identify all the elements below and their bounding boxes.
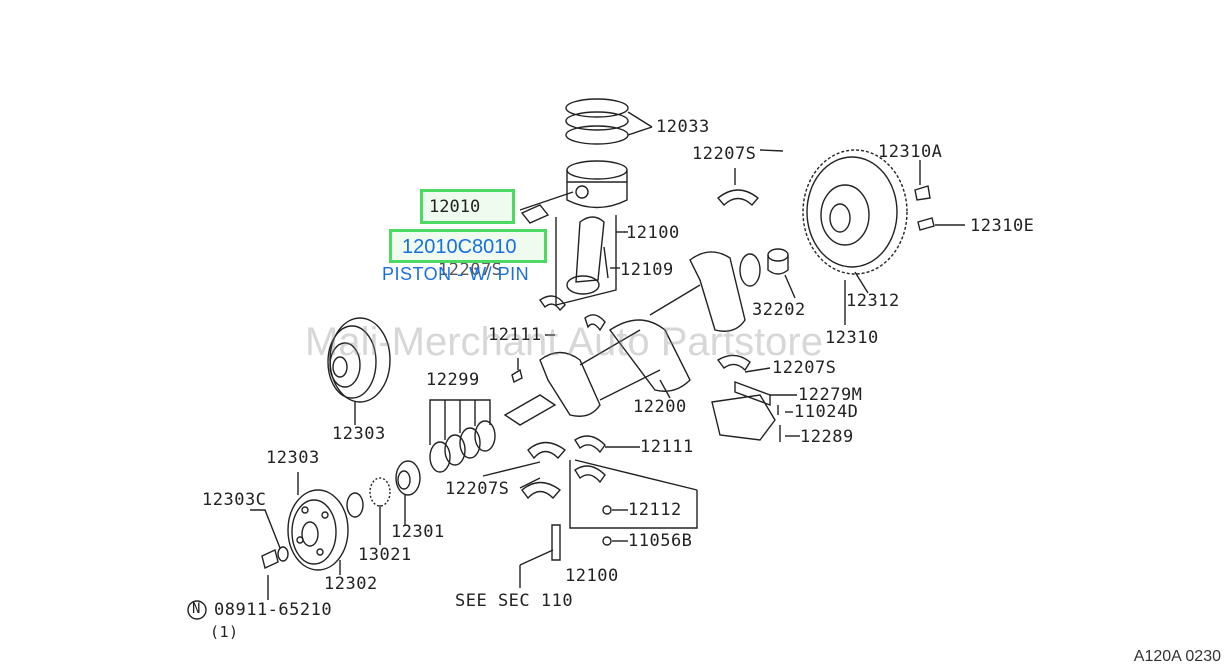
callout-label: 12010 [429,197,481,217]
label-08911-65210: 08911-65210 [214,600,333,620]
bearing-shell [528,443,565,459]
connecting-rod [556,215,625,305]
main-bearing [718,190,758,205]
flywheel-bolt [915,186,930,200]
bearing-shell [522,483,560,499]
label-12111-top: 12111 [488,325,542,345]
label-12289: 12289 [800,427,854,447]
woodruff-key [512,370,522,382]
bearing-shell [540,296,565,310]
highlight-part-number[interactable]: 12010C8010 [389,229,547,263]
crankshaft [505,252,760,425]
label-13021: 13021 [358,545,412,565]
part-description: PISTON - W/ PIN [382,264,530,284]
label-12100-top: 12100 [626,223,680,243]
bearing-shell [575,436,605,452]
crank-pulley [328,318,390,425]
n-symbol: N [192,601,201,617]
pilot-bushing [768,249,795,298]
label-12207s-top: 12207S [692,144,757,164]
label-12302: 12302 [324,574,378,594]
label-12207s-bot: 12207S [445,479,510,499]
piston-pin [522,205,548,223]
pulley-hub [288,472,348,575]
part-number: 12010C8010 [402,236,517,258]
bearing-cap [712,355,780,442]
label-11056b: 11056B [628,531,693,551]
label-32202: 32202 [752,300,806,320]
flywheel [803,150,907,325]
label-12100-bot: 12100 [565,566,619,586]
bearing-shell [585,315,605,330]
pulley-bolt [262,550,278,568]
label-12310a: 12310A [878,142,943,162]
label-12303-low: 12303 [266,448,320,468]
piston-rings [566,99,652,144]
label-12033: 12033 [656,117,710,137]
crank-sprocket [347,461,420,545]
washer [278,547,288,561]
label-12303c: 12303C [202,490,267,510]
bearing-shell [575,466,605,482]
label-12301: 12301 [391,522,445,542]
label-12299: 12299 [426,370,480,390]
dowel-pin [918,218,934,230]
figure-id: A120A 0230 [1133,648,1221,665]
label-12303-pulley: 12303 [332,424,386,444]
n-symbol-circle [188,601,206,619]
label-12279m: 12279M [798,385,863,405]
label-12207s-mid: 12207S [438,260,503,280]
spacer-stack [430,400,495,472]
piston [520,161,627,210]
rod-bolt [520,525,560,588]
label-12200: 12200 [633,397,687,417]
label-12109: 12109 [620,260,674,280]
label-12207s-right: 12207S [772,358,837,378]
label-12310: 12310 [825,328,879,348]
label-12111-bot: 12111 [640,437,694,457]
highlight-callout[interactable]: 12010 [420,189,515,224]
watermark: Mali-Merchant Auto Partstore [305,320,823,364]
label-12112: 12112 [628,500,682,520]
label-12312: 12312 [846,291,900,311]
label-qty: (1) [210,623,239,641]
label-12310e: 12310E [970,216,1035,236]
label-11024d: 11024D [794,402,859,422]
label-see-sec: SEE SEC 110 [455,591,574,611]
